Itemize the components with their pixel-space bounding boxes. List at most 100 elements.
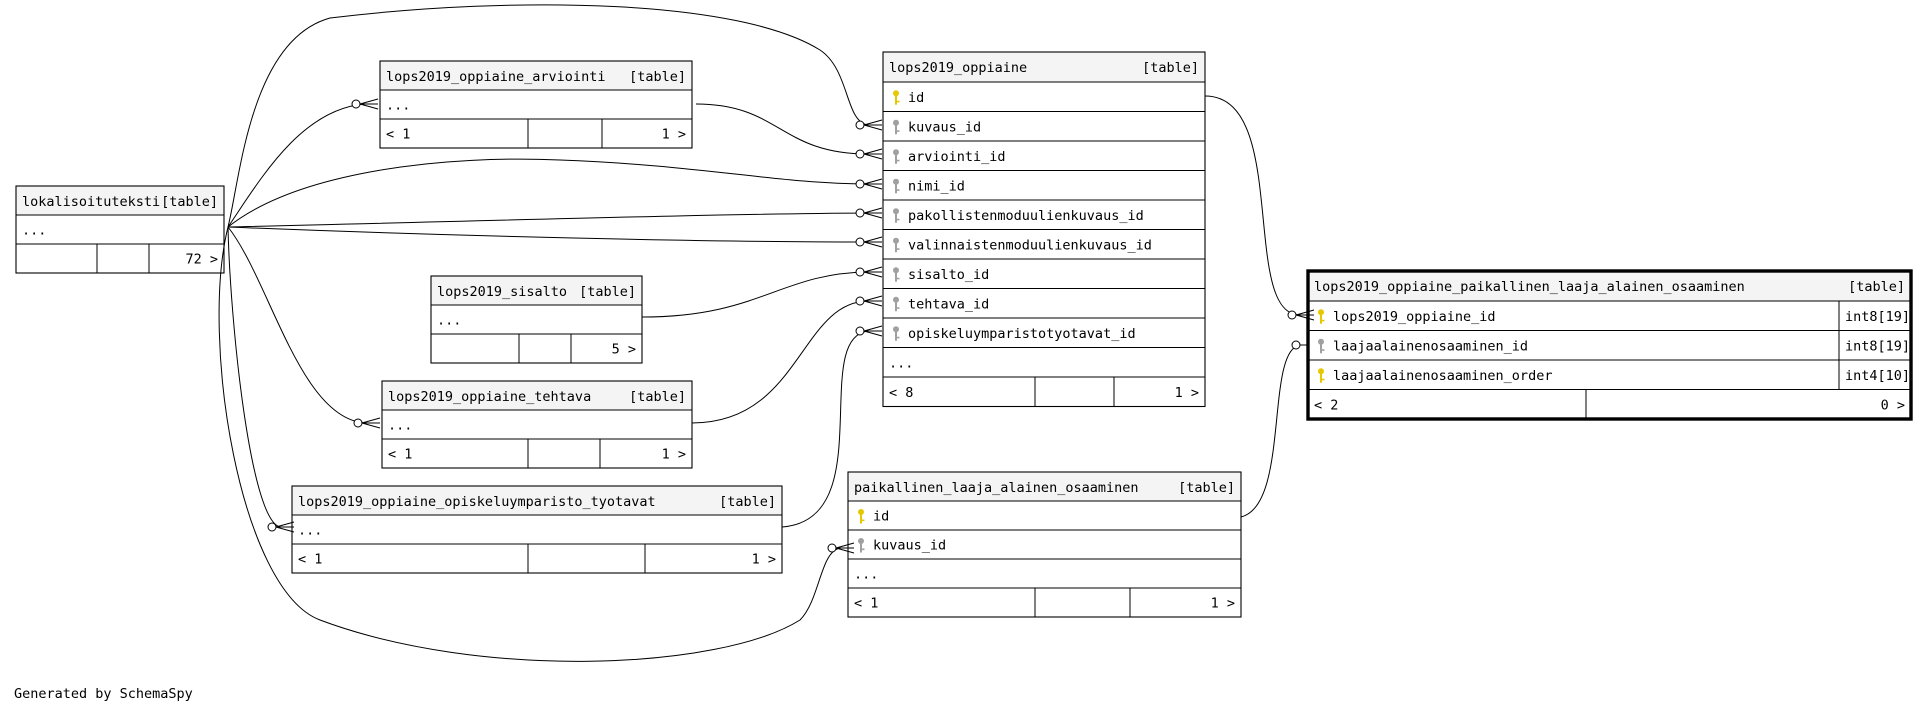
parent-count: < 1 [386,127,410,143]
table-name: lops2019_oppiaine_tehtava [388,389,591,405]
edge-pakollisten [227,212,869,228]
column-name: sisalto_id [908,267,989,283]
column-name: ... [22,223,46,239]
table-name: lops2019_oppiaine [889,60,1027,76]
table-type-tag: [table] [629,389,686,405]
crows-foot-marker [351,98,379,110]
table-border [381,380,693,469]
column-name: arviointi_id [908,149,1006,165]
parent-count: < 1 [854,596,878,612]
column-name: valinnaistenmoduulienkuvaus_id [908,237,1152,253]
crows-foot-marker [855,148,883,160]
child-count: 72 > [185,252,218,268]
table-name: lops2019_oppiaine_paikallinen_laaja_alai… [1314,279,1745,295]
column-name: ... [298,523,322,539]
column-type: int8[19] [1845,309,1910,325]
column-name: laajaalainenosaaminen_id [1333,338,1528,354]
table-border [882,51,1206,408]
table-border [291,485,783,574]
table-type-tag: [table] [1178,480,1235,496]
parent-count: < 8 [889,385,913,401]
edge-tyotavat-id [781,330,869,528]
table-header-bg [292,486,782,515]
table-name: paikallinen_laaja_alainen_osaaminen [854,480,1138,496]
edge-tyotavat [227,226,281,528]
table-border [15,185,225,274]
table-paikallinen[interactable]: paikallinen_laaja_alainen_osaaminen [tabl… [847,471,1242,618]
edge-nimi [227,158,869,228]
table-header-bg [16,186,224,215]
tables: lokalisoituteksti[table]...72 >lops2019_… [15,51,1913,618]
parent-count: < 1 [298,552,322,568]
table-name: lokalisoituteksti [22,194,160,210]
table-name: lops2019_sisalto [437,284,567,300]
column-name: ... [388,418,412,434]
table-tehtava[interactable]: lops2019_oppiaine_tehtava [table]... < 1 1 … [381,380,693,469]
table-tyotavat[interactable]: lops2019_oppiaine_opiskeluymparisto_tyot… [291,485,783,574]
zero-or-one-marker [1291,340,1308,350]
table-oppiaine[interactable]: lops2019_oppiaine[table]idkuvaus_idarvio… [882,51,1206,408]
table-lokalisoituteksti[interactable]: lokalisoituteksti[table]... 72 > [15,185,225,274]
edge-tehtava-id [691,300,869,424]
foreign-key-icon [893,326,900,341]
column-name: ... [386,98,410,114]
edge-focus-oppiaine [1204,95,1301,316]
crows-foot-marker [855,207,883,219]
child-count: 1 > [662,447,686,463]
table-border [1306,269,1913,421]
primary-key-icon [1318,368,1325,383]
table-header-bg [1308,271,1911,301]
crows-foot-marker [855,119,883,131]
table-sisalto[interactable]: lops2019_sisalto[table]...5 > [430,275,643,364]
column-name: pakollistenmoduulienkuvaus_id [908,208,1144,224]
edge-arviointi [227,103,365,228]
edge-arviointi-id [695,103,869,155]
column-name: nimi_id [908,178,965,194]
column-type: int4[10] [1845,368,1910,384]
table-type-tag: [table] [161,194,218,210]
column-name: tehtava_id [908,296,989,312]
table-header-bg [382,381,692,410]
column-type: int8[19] [1845,338,1910,354]
crows-foot-marker [827,542,855,554]
column-name: id [873,509,889,525]
table-type-tag: [table] [579,284,636,300]
child-count: 5 > [612,342,636,358]
table-arviointi[interactable]: lops2019_oppiaine_arviointi [table]... < 1… [379,60,693,149]
foreign-key-icon [893,267,900,282]
edge-sisalto [641,271,869,318]
table-header-bg [848,472,1241,501]
edge-tehtava [227,226,367,424]
foreign-key-icon [893,119,900,135]
table-border [430,275,643,364]
table-name: lops2019_oppiaine_arviointi [386,69,605,85]
edge-valinnaisten [227,226,869,243]
primary-key-icon [893,90,900,105]
column-name: ... [854,567,878,583]
child-count: 0 > [1881,397,1905,413]
crows-foot-marker [855,266,883,278]
primary-key-icon [858,509,865,524]
table-header-bg [380,61,692,90]
parent-count: < 1 [388,447,412,463]
table-type-tag: [table] [1848,279,1905,295]
table-header-bg [883,52,1205,82]
column-name: ... [889,355,913,371]
crows-foot-marker [353,417,381,429]
table-type-tag: [table] [1142,60,1199,76]
column-name: kuvaus_id [908,119,981,135]
crows-foot-markers [267,98,1315,554]
table-header-bg [431,276,642,305]
child-count: 1 > [662,127,686,143]
foreign-key-icon [858,538,865,553]
table-border [379,60,693,149]
edge-paikallinen-kuvaus [218,226,841,662]
edge-focus-paikallinen [1240,344,1301,518]
child-count: 1 > [1211,596,1235,612]
crows-foot-marker [855,295,883,307]
table-type-tag: [table] [629,69,686,85]
child-count: 1 > [752,552,776,568]
crows-foot-marker [855,178,883,190]
table-focus[interactable]: lops2019_oppiaine_paikallinen_laaja_alai… [1306,269,1913,421]
